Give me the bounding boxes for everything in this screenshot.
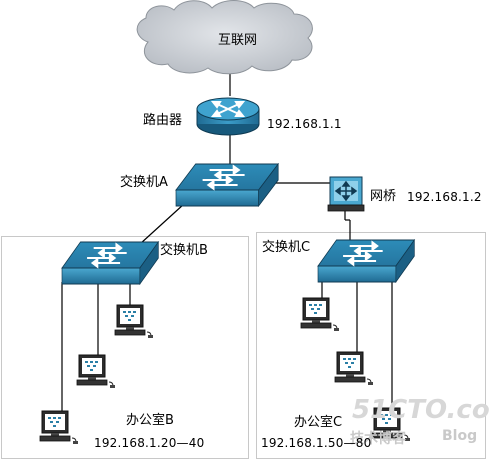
bridge-ip: 192.168.1.2 — [407, 190, 482, 204]
router-label: 路由器 — [143, 112, 182, 128]
office-c-ip-range: 192.168.1.50—80 — [261, 436, 371, 450]
pc-b3-icon — [39, 410, 79, 445]
pc-c2-icon — [334, 351, 374, 386]
bridge-icon — [327, 176, 365, 212]
pc-b2-icon — [76, 354, 116, 389]
office-b-box — [1, 236, 249, 459]
switch-a-icon — [175, 163, 280, 207]
watermark-main: 51CTO.com — [352, 395, 489, 425]
office-b-ip-range: 192.168.1.20—40 — [94, 436, 204, 450]
office-b-label: 办公室B — [126, 412, 174, 428]
watermark-sub2: Blog — [442, 428, 477, 444]
internet-cloud-icon — [136, 0, 313, 75]
pc-c1-icon — [300, 297, 340, 332]
office-c-label: 办公室C — [294, 414, 342, 430]
pc-b1-icon — [114, 304, 154, 339]
switch-c-icon — [317, 239, 416, 283]
internet-label: 互联网 — [218, 33, 257, 48]
router-ip: 192.168.1.1 — [267, 117, 342, 131]
watermark-sub: 技术博客 — [350, 430, 407, 447]
link-switch-a-switch-b — [139, 203, 185, 245]
office-c-box — [256, 232, 486, 459]
router-icon — [196, 97, 260, 136]
switch-c-label: 交换机C — [262, 239, 310, 255]
switch-a-label: 交换机A — [120, 174, 168, 190]
connection-lines — [61, 62, 393, 413]
switch-b-label: 交换机B — [160, 242, 208, 258]
switch-b-icon — [61, 241, 160, 285]
bridge-label: 网桥 — [370, 189, 396, 204]
